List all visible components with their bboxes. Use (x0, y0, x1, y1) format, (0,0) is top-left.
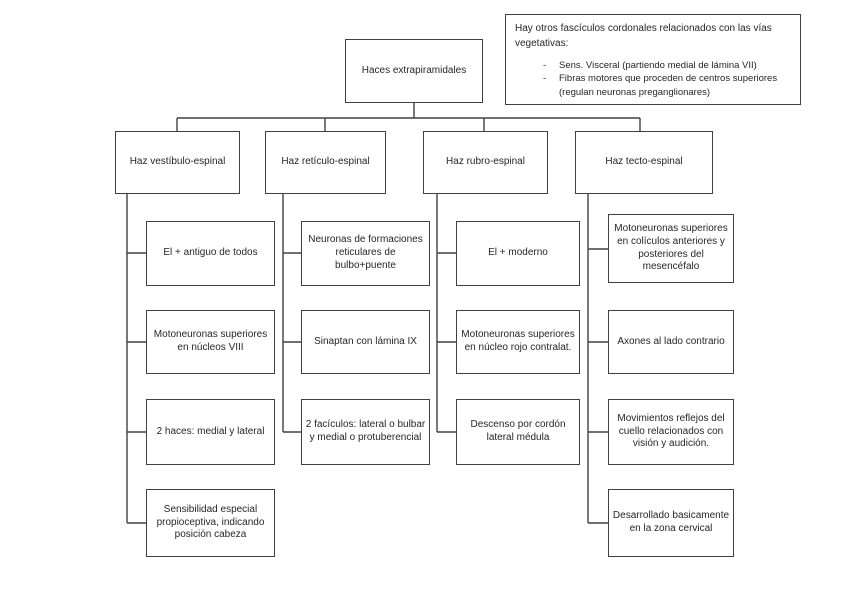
note-title: Hay otros fascículos cordonales relacion… (515, 23, 772, 49)
node-child: Movimientos reflejos del cuello relacion… (608, 399, 734, 465)
node-label: 2 facículos: lateral o bulbar y medial o… (305, 419, 426, 443)
node-child: Descenso por cordón lateral médula (456, 399, 580, 465)
node-child: Motoneuronas superiores en núcleos VIII (146, 310, 275, 374)
tree-connectors (126, 103, 641, 524)
node-child: Desarrollado basicamente en la zona cerv… (608, 489, 734, 557)
note-bullet: - Fibras motores que proceden de centros… (543, 72, 791, 99)
node-child: 2 haces: medial y lateral (146, 399, 275, 465)
node-child: Motoneuronas superiores en colículos ant… (608, 214, 734, 283)
node-child: El + moderno (456, 221, 580, 286)
note-bullet-text: Fibras motores que proceden de centros s… (559, 73, 778, 98)
node-label: El + antiguo de todos (163, 247, 258, 259)
node-label: Sensibilidad especial propioceptiva, ind… (156, 503, 265, 541)
node-child: Motoneuronas superiores en núcleo rojo c… (456, 310, 580, 374)
node-label: Haz rubro-espinal (446, 156, 525, 168)
node-label: Haz vestíbulo-espinal (129, 156, 226, 168)
node-label: Neuronas de formaciones reticulares de b… (308, 234, 423, 271)
node-root-label: Haces extrapiramidales (361, 64, 467, 76)
node-child: Neuronas de formaciones reticulares de b… (301, 221, 430, 286)
node-label: Descenso por cordón lateral médula (470, 419, 566, 443)
node-label: Sinaptan con lámina IX (314, 335, 417, 347)
node-label: Motoneuronas superiores en núcleos VIII (153, 329, 268, 353)
node-child: 2 facículos: lateral o bulbar y medial o… (301, 399, 430, 465)
bullet-dash: - (543, 60, 547, 71)
node-label: Haz tecto-espinal (605, 156, 683, 168)
node-label: Haz retículo-espinal (281, 156, 370, 168)
node-header-vestibulo-espinal: Haz vestíbulo-espinal (115, 131, 240, 194)
node-label: 2 haces: medial y lateral (156, 425, 265, 437)
note-bullet-text: Sens. Visceral (partiendo medial de lámi… (559, 60, 757, 71)
node-child: El + antiguo de todos (146, 221, 275, 286)
node-header-tecto-espinal: Haz tecto-espinal (575, 131, 713, 194)
node-child: Sinaptan con lámina IX (301, 310, 430, 374)
node-header-reticulo-espinal: Haz retículo-espinal (265, 131, 386, 194)
node-label: Axones al lado contrario (617, 335, 725, 347)
node-label: Motoneuronas superiores en colículos ant… (614, 222, 728, 273)
node-header-rubro-espinal: Haz rubro-espinal (423, 131, 548, 194)
node-label: Movimientos reflejos del cuello relacion… (617, 412, 725, 450)
node-label: Desarrollado basicamente en la zona cerv… (612, 510, 730, 534)
node-child: Axones al lado contrario (608, 310, 734, 374)
node-child: Sensibilidad especial propioceptiva, ind… (146, 489, 275, 557)
bullet-dash: - (543, 73, 547, 85)
node-root: Haces extrapiramidales (345, 39, 483, 103)
note-bullet: - Sens. Visceral (partiendo medial de lá… (543, 59, 791, 72)
node-label: El + moderno (488, 247, 548, 259)
node-label: Motoneuronas superiores en núcleo rojo c… (461, 329, 575, 353)
note-box: Hay otros fascículos cordonales relacion… (505, 14, 801, 105)
